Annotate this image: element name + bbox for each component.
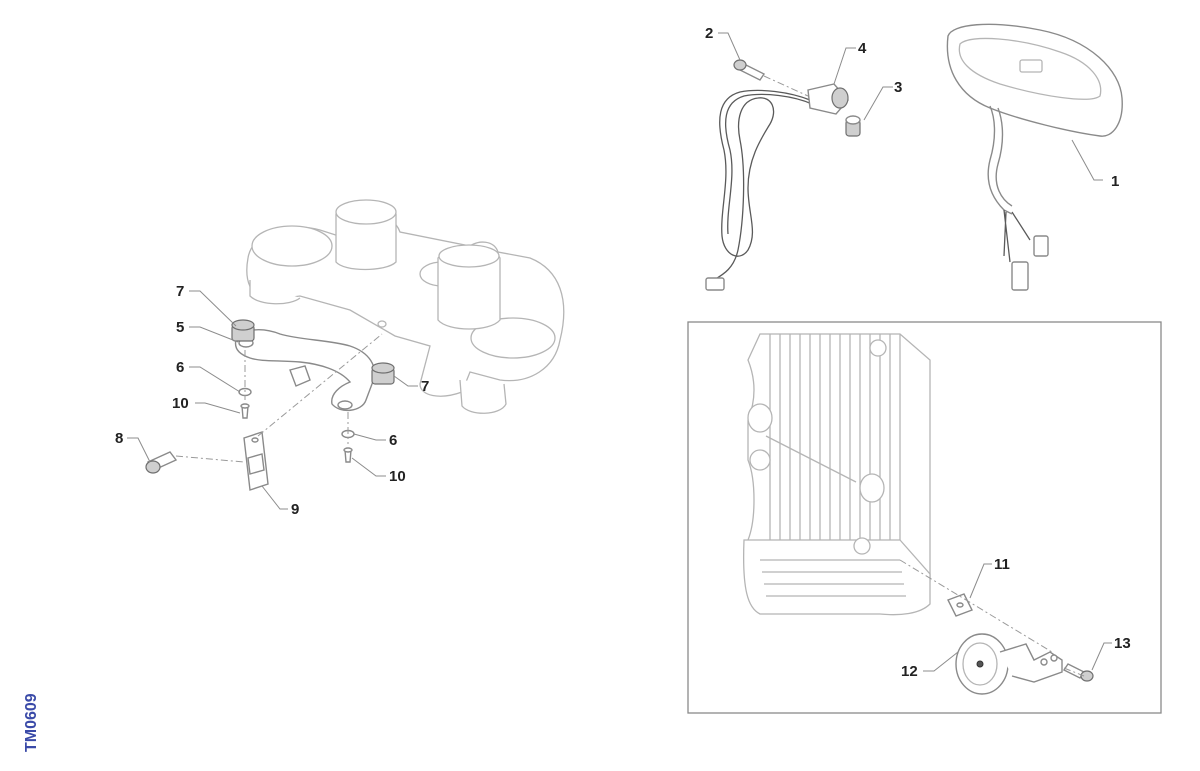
rubber-mount-right [371, 362, 395, 385]
horn-bolt [1062, 663, 1094, 682]
callout-1: 1 [1111, 173, 1119, 190]
callout-4: 4 [858, 40, 867, 57]
callout-10-right: 10 [389, 468, 406, 485]
horn-clip [947, 593, 973, 617]
callout-5: 5 [176, 319, 184, 336]
sensor-spacer [845, 115, 861, 137]
rubber-mount-left [231, 319, 255, 342]
callout-3: 3 [894, 79, 902, 96]
drawing-reference-code: TM0609 [23, 693, 40, 752]
callout-9: 9 [291, 501, 299, 518]
screw-right [343, 447, 353, 463]
horn [955, 633, 1063, 695]
callout-8: 8 [115, 430, 123, 447]
sensor-cable [705, 89, 813, 291]
callout-11: 11 [994, 556, 1010, 573]
screw-left [240, 403, 250, 419]
callout-6-left: 6 [176, 359, 184, 376]
sensor-bolt [733, 59, 766, 81]
digital-display-unit [946, 23, 1123, 291]
callout-6-right: 6 [389, 432, 397, 449]
callout-7-left: 7 [176, 283, 184, 300]
mounting-clip [243, 431, 269, 491]
speed-sensor [807, 83, 849, 115]
radiator [742, 333, 931, 616]
instrument-bracket [234, 329, 376, 411]
bolt-left [145, 451, 178, 474]
inset-frame [687, 321, 1162, 714]
callout-12: 12 [901, 663, 918, 680]
callout-13: 13 [1114, 635, 1131, 652]
callout-2: 2 [705, 25, 713, 42]
callout-7-right: 7 [421, 378, 429, 395]
triple-clamp [246, 199, 565, 414]
callout-10-left: 10 [172, 395, 189, 412]
